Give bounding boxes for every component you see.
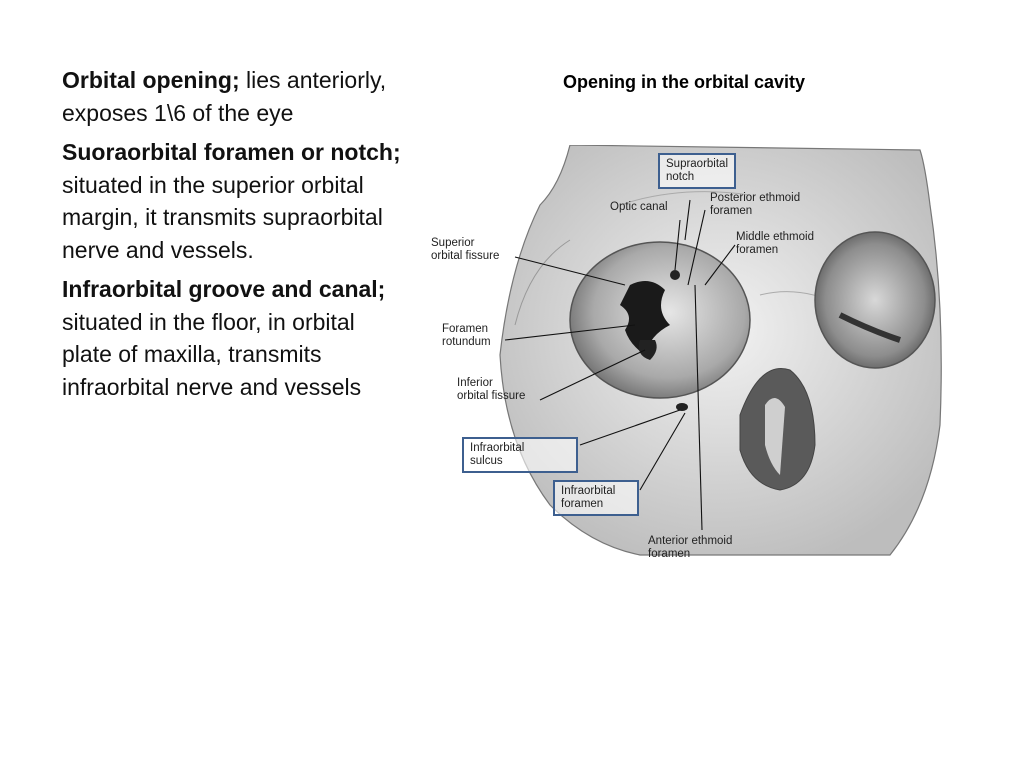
infraorbital-foramen-line2: foramen [561,498,604,510]
term-infraorbital: Infraorbital groove and canal; [62,276,386,302]
supraorbital-notch-line2: notch [666,171,695,183]
inferior-fissure-line2: orbital fissure [457,390,526,402]
label-posterior-ethmoid: Posterior ethmoid foramen [710,192,800,218]
label-foramen-rotundum: Foramen rotundum [442,323,491,349]
label-anterior-ethmoid: Anterior ethmoid foramen [648,535,732,561]
desc-supraorbital: situated in the superior orbital margin,… [62,171,383,263]
middle-ethmoid-line2: foramen [736,244,779,256]
foramen-rotundum-line2: rotundum [442,336,491,348]
superior-fissure-line1: Superior [431,237,475,249]
label-infraorbital-foramen: Infraorbital foramen [553,480,639,516]
label-optic-canal: Optic canal [610,201,668,213]
optic-canal-mark [670,270,680,280]
term-supraorbital: Suoraorbital foramen or notch; [62,139,401,165]
desc-infraorbital: situated in the floor, in orbital plate … [62,308,362,400]
anterior-ethmoid-line1: Anterior ethmoid [648,535,733,547]
posterior-ethmoid-line2: foramen [710,205,753,217]
skull-figure: Supraorbital notch Optic canal Posterior… [420,145,950,565]
label-superior-orbital-fissure: Superior orbital fissure [431,237,499,263]
infraorbital-foramen-mark [676,403,688,411]
middle-ethmoid-line1: Middle ethmoid [736,231,814,243]
superior-fissure-line2: orbital fissure [431,250,500,262]
desc-orbital-opening: lies anteriorly, exposes 1\6 of the eye [62,67,387,126]
infraorbital-foramen-line1: Infraorbital [561,485,616,497]
anterior-ethmoid-line2: foramen [648,548,691,560]
label-infraorbital-sulcus: Infraorbital sulcus [462,437,578,473]
term-orbital-opening: Orbital opening; [62,67,240,93]
skull-illustration [499,145,942,556]
right-orbit [814,231,936,369]
label-inferior-orbital-fissure: Inferior orbital fissure [457,377,525,403]
infraorbital-sulcus-line2: sulcus [470,455,503,467]
label-supraorbital-notch: Supraorbital notch [658,153,737,189]
paragraph-supraorbital: Suoraorbital foramen or notch; situated … [62,136,407,266]
inferior-fissure-line1: Inferior [457,377,493,389]
supraorbital-notch-line1: Supraorbital [666,158,729,170]
foramen-rotundum-line1: Foramen [442,323,489,335]
label-middle-ethmoid: Middle ethmoid foramen [736,231,814,257]
paragraph-orbital-opening: Orbital opening; lies anteriorly, expose… [62,64,407,129]
body-text: Orbital opening; lies anteriorly, expose… [62,64,407,410]
infraorbital-sulcus-line1: Infraorbital [470,442,525,454]
paragraph-infraorbital: Infraorbital groove and canal; situated … [62,273,407,403]
diagram-title: Opening in the orbital cavity [563,72,806,92]
posterior-ethmoid-line1: Posterior ethmoid [710,192,801,204]
